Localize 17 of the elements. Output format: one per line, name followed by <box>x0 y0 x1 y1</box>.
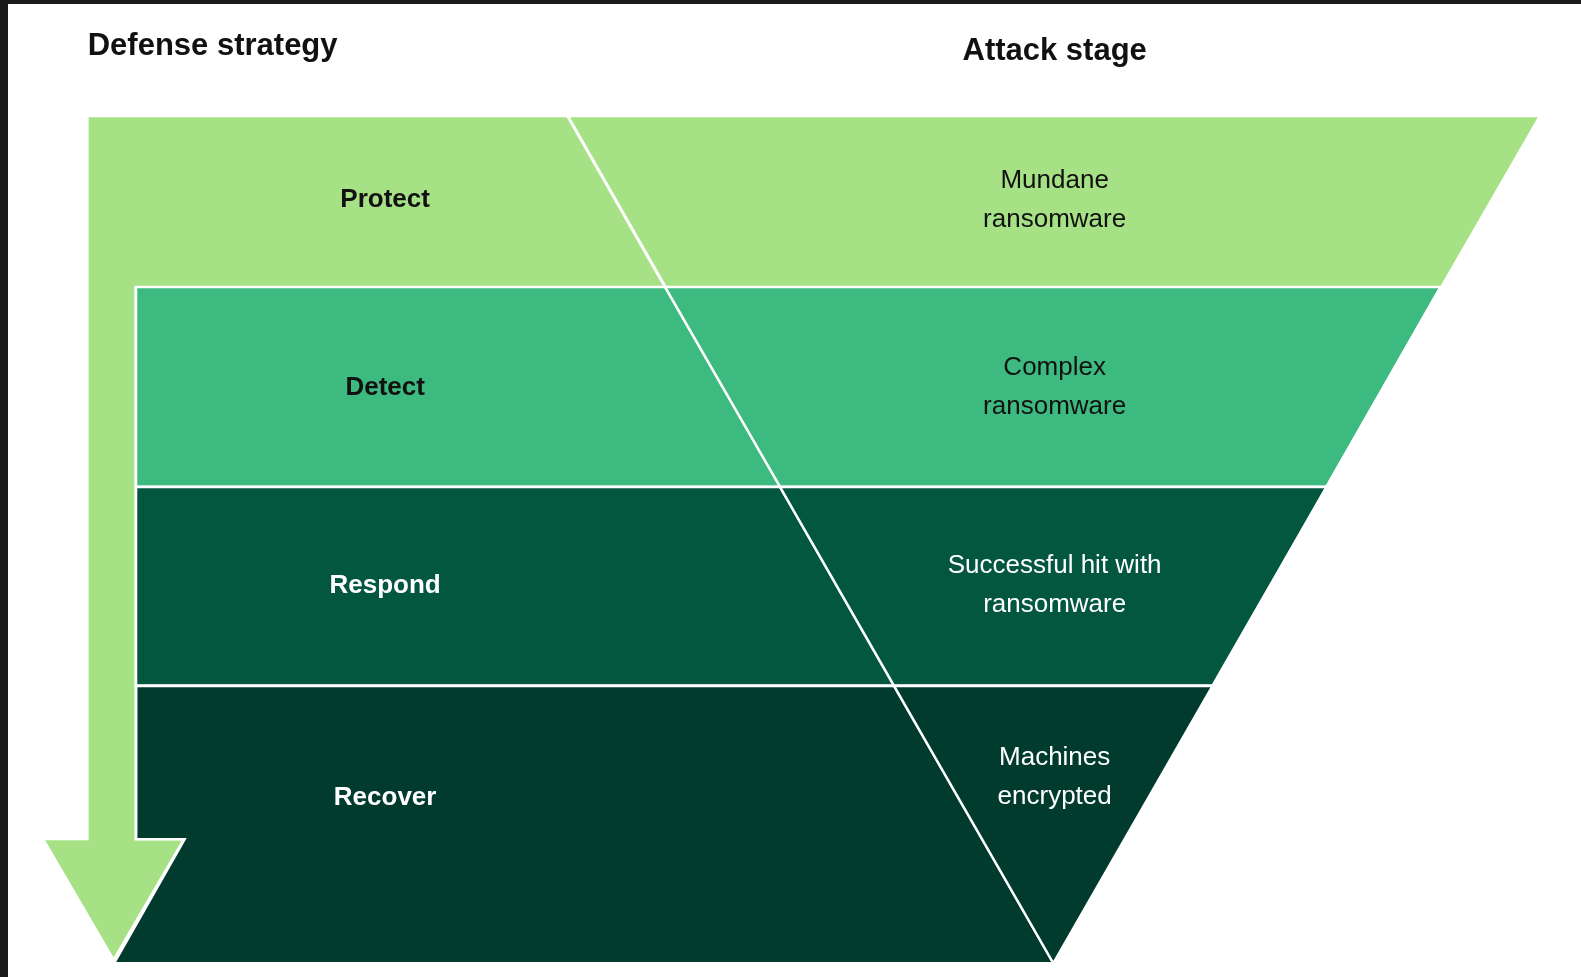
defense-band <box>43 115 666 960</box>
column-heading: Attack stage <box>962 31 1147 70</box>
attack-band <box>567 115 1540 288</box>
stage-label: Complex ransomware <box>982 350 1128 423</box>
attack-band <box>665 287 1441 487</box>
strategy-label: Protect <box>339 181 431 215</box>
strategy-label: Recover <box>332 779 438 812</box>
stage-label: Machines encrypted <box>996 740 1113 813</box>
stage-label: Mundane ransomware <box>982 162 1128 235</box>
column-heading: Defense strategy <box>87 26 338 65</box>
stage-label: Successful hit with ransomware <box>946 547 1163 620</box>
strategy-label: Respond <box>328 567 442 601</box>
strategy-label: Detect <box>344 369 426 403</box>
defense-band <box>136 287 781 487</box>
attack-band <box>894 685 1213 963</box>
attack-band <box>780 487 1327 686</box>
defense-band <box>136 487 895 686</box>
